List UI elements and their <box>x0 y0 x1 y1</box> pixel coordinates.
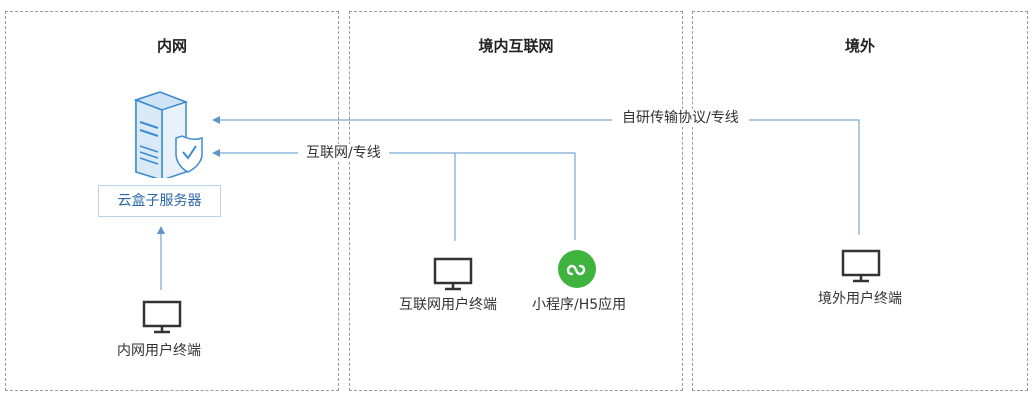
internet-connection-line <box>212 149 456 241</box>
internet-connection-label: 互联网/专线 <box>298 144 389 162</box>
server-shield-icon <box>133 91 203 178</box>
zone-overseas-title: 境外 <box>844 37 875 55</box>
internet-monitor-icon <box>433 257 473 291</box>
zone-domestic-internet-title: 境内互联网 <box>478 37 554 55</box>
overseas-connection-label: 自研传输协议/专线 <box>612 109 749 127</box>
internet-terminal-label: 互联网用户终端 <box>399 296 497 314</box>
intranet-monitor-icon <box>142 300 182 334</box>
overseas-monitor-icon <box>841 249 881 283</box>
server-label: 云盒子服务器 <box>98 185 221 217</box>
mini-program-icon <box>558 250 596 288</box>
miniprogram-label: 小程序/H5应用 <box>532 296 627 314</box>
intranet-terminal-label: 内网用户终端 <box>117 342 201 360</box>
overseas-connection-line <box>212 116 860 235</box>
overseas-terminal-label: 境外用户终端 <box>818 290 902 308</box>
zone-intranet: 内网 <box>5 11 339 391</box>
zone-domestic-internet: 境内互联网 <box>349 11 683 391</box>
miniprogram-connection-line <box>455 152 576 240</box>
zone-intranet-title: 内网 <box>156 37 187 55</box>
zone-overseas: 境外 <box>692 11 1028 391</box>
